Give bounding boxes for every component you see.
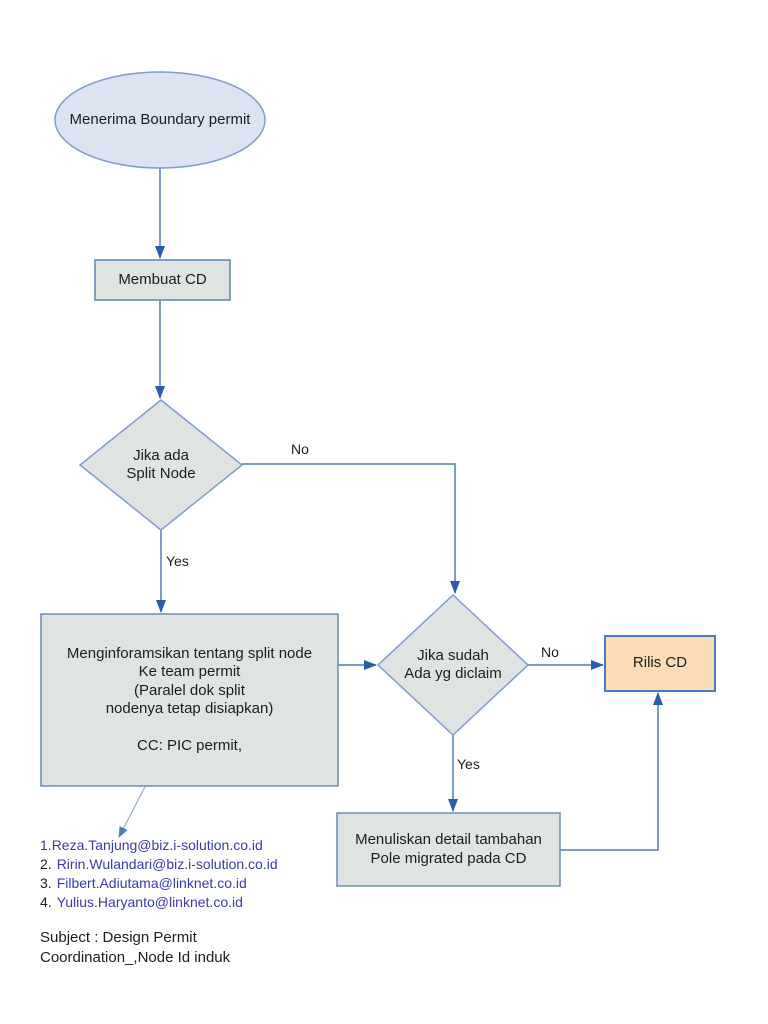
claim-decision-label: Jika sudah Ada yg diclaim [404, 646, 502, 682]
edge-label-split-yes: Yes [166, 553, 189, 569]
arrow-split-no-to-claim-decision [242, 463, 460, 594]
membuat-cd-box [94, 259, 231, 301]
detail-tambahan-label: Menuliskan detail tambahan Pole migrated… [355, 831, 542, 867]
email-item-2: 2.Ririn.Wulandari@biz.i-solution.co.id [40, 855, 278, 874]
email-address: Filbert.Adiutama@linknet.co.id [56, 875, 247, 891]
edge-label-split-no: No [291, 441, 309, 457]
subject-note: Subject : Design Permit Coordination_,No… [40, 929, 231, 966]
email-item-3: 3.Filbert.Adiutama@linknet.co.id [40, 874, 278, 893]
email-number: 1. [40, 837, 52, 853]
email-number: 2. [40, 856, 52, 872]
start-ellipse [54, 71, 266, 169]
rilis-cd-label: Rilis CD [632, 654, 688, 672]
email-address: Yulius.Haryanto@linknet.co.id [56, 894, 243, 910]
split-node-decision-label: Jika ada Split Node [126, 446, 196, 482]
email-list: 1.Reza.Tanjung@biz.i-solution.co.id 2.Ri… [40, 836, 278, 912]
split-node-decision-diamond [78, 399, 244, 531]
claim-decision-diamond [376, 593, 530, 737]
email-item-4: 4.Yulius.Haryanto@linknet.co.id [40, 893, 278, 912]
email-address: Ririn.Wulandari@biz.i-solution.co.id [56, 856, 278, 872]
detail-tambahan-box [336, 812, 561, 887]
arrow-detail-to-rilis [560, 692, 663, 851]
rilis-cd-box [604, 635, 716, 692]
edge-label-claim-no: No [541, 644, 559, 660]
inform-split-node-label: Menginforamsikan tentang split node Ke t… [66, 645, 313, 754]
membuat-cd-label: Membuat CD [118, 270, 207, 288]
edge-label-claim-yes: Yes [457, 756, 480, 772]
email-number: 3. [40, 875, 52, 891]
email-address: Reza.Tanjung@biz.i-solution.co.id [51, 837, 263, 853]
inform-split-node-box [40, 613, 339, 787]
start-label: Menerima Boundary permit [69, 110, 251, 128]
email-item-1: 1.Reza.Tanjung@biz.i-solution.co.id [40, 836, 278, 855]
email-number: 4. [40, 894, 52, 910]
